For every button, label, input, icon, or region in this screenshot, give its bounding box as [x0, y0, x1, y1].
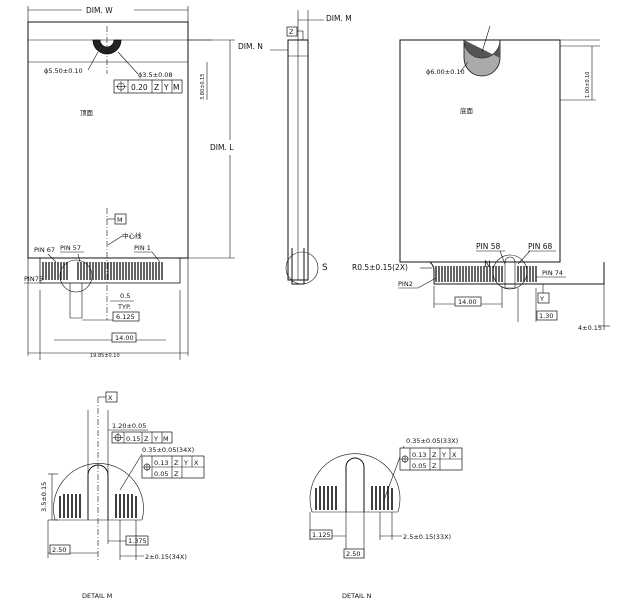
slot-dia: ϕ3.5±0.08	[138, 71, 173, 79]
pitch-05: 0.5	[120, 292, 130, 300]
dm-1375: 1.375	[128, 537, 147, 545]
pin-1: PIN 1	[134, 244, 151, 252]
center-line-label: 中心线	[122, 231, 142, 240]
bottom-view-outline	[399, 39, 561, 263]
dn-frame-x: X	[452, 451, 457, 459]
pos-tol-value: 0.20	[131, 83, 148, 92]
front-view: DIM. W ϕ5.50±0.10 ϕ3.5±0.08 0.20 Z Y M 3…	[24, 6, 235, 360]
dn-frame-y: Y	[441, 451, 446, 459]
dn-frame-z2: Z	[432, 462, 437, 470]
dn-1125: 1.125	[312, 531, 331, 539]
dn-tol3: 0.05	[412, 462, 426, 470]
dim-w-label: DIM. W	[86, 6, 113, 15]
bottom-view: ϕ6.00±0.10 1.00±0.10 底面 PIN 58 PIN 68 N …	[352, 25, 610, 332]
dn-pins	[315, 486, 393, 510]
dm-frame-2: 0.13 Z Y X 0.05 Z	[141, 455, 205, 479]
dn-250: 2.50	[346, 550, 360, 558]
datum-x: X	[108, 394, 113, 402]
dm-frame1-m: M	[163, 435, 169, 443]
dim-1400-left: 14.00	[115, 334, 134, 342]
r05-label: R0.5±0.15(2X)	[352, 263, 408, 272]
detail-n-circle	[492, 254, 528, 290]
pin-58: PIN 58	[476, 242, 501, 251]
dm-frame2-x: X	[194, 459, 199, 467]
dim-l-label: DIM. L	[210, 143, 234, 152]
dm-frame1-y: Y	[153, 435, 158, 443]
hole-bottom-dia: ϕ6.00±0.10	[426, 68, 465, 76]
dim-100: 1.00±0.10	[585, 72, 591, 98]
pin-74: PIN 74	[542, 269, 563, 277]
pin-57: PIN 57	[60, 244, 81, 252]
dm-tol1: 0.15	[126, 435, 140, 443]
frame-datum-z: Z	[154, 83, 159, 92]
side-view: DIM. M Z DIM. N S	[238, 10, 352, 285]
dm-frame1-z: Z	[144, 435, 149, 443]
dm-frame2-z: Z	[174, 459, 179, 467]
detail-n-marker: N	[484, 260, 491, 270]
dn-035: 0.35±0.05(33X)	[406, 437, 458, 445]
dm-35: 3.5±0.15	[40, 482, 48, 512]
dn-tol2: 0.13	[412, 451, 426, 459]
datum-m: M	[117, 216, 123, 224]
front-pins	[42, 262, 163, 280]
dim-6125: 6.125	[116, 313, 135, 321]
detail-n: 0.35±0.05(33X) 0.13 Z Y X 0.05 Z	[309, 437, 463, 600]
dim-m-label: DIM. M	[326, 14, 352, 23]
detail-s-label: S	[322, 263, 328, 273]
pin-2: PIN2	[398, 280, 413, 288]
front-view-outline	[27, 21, 189, 259]
typ-label: TYP.	[117, 303, 131, 311]
side-connector	[291, 248, 305, 285]
dim-130: 1.30	[539, 312, 553, 320]
dm-035: 0.35±0.05(34X)	[142, 446, 194, 454]
dn-25: 2.5±0.15(33X)	[403, 533, 451, 541]
dm-frame-1: 0.15 Z Y M	[111, 431, 173, 444]
dm-2: 2±0.15(34X)	[145, 553, 187, 561]
detail-s-circle	[285, 251, 319, 285]
detail-n-title: DETAIL N	[342, 592, 372, 600]
dim-4: 4±0.15	[578, 324, 602, 332]
position-tolerance-frame: 0.20 Z Y M	[113, 79, 183, 94]
datum-y: Y	[539, 295, 544, 303]
frame-datum-m: M	[173, 83, 179, 92]
dm-120: 1.20±0.05	[112, 422, 146, 430]
dm-250: 2.50	[52, 546, 66, 554]
datum-z: Z	[289, 28, 294, 36]
hole-top-dia: ϕ5.50±0.10	[44, 67, 83, 75]
dm-pins	[59, 494, 137, 518]
dim-1400-right: 14.00	[458, 298, 477, 306]
pin-75: PIN75	[24, 275, 43, 283]
detail-n-arc	[309, 453, 401, 513]
dn-frame: 0.13 Z Y X 0.05 Z	[399, 447, 463, 471]
top-face-label: 顶面	[80, 109, 94, 117]
front-pin-strip	[39, 257, 181, 284]
dm-tol3: 0.05	[154, 470, 168, 478]
dm-frame2-z2: Z	[174, 470, 179, 478]
top-slot	[92, 39, 122, 55]
dn-frame-z: Z	[432, 451, 437, 459]
detail-m-circle	[59, 259, 93, 293]
dim-380: 3.80±0.15	[200, 74, 206, 100]
bottom-face-label: 底面	[460, 106, 474, 115]
detail-m-title: DETAIL M	[82, 592, 112, 600]
dim-n-label: DIM. N	[238, 42, 263, 51]
frame-datum-y: Y	[163, 83, 169, 92]
dm-frame2-y: Y	[183, 459, 188, 467]
dim-1985: 19.85±0.10	[90, 353, 120, 359]
dm-tol2: 0.13	[154, 459, 168, 467]
pin-67: PIN 67	[34, 246, 55, 254]
pin-68: PIN 68	[528, 242, 553, 251]
detail-m-arc	[53, 463, 144, 521]
detail-m: X 1.20±0.05 0.15 Z Y M 0.35±0.05(34X)	[40, 391, 205, 600]
